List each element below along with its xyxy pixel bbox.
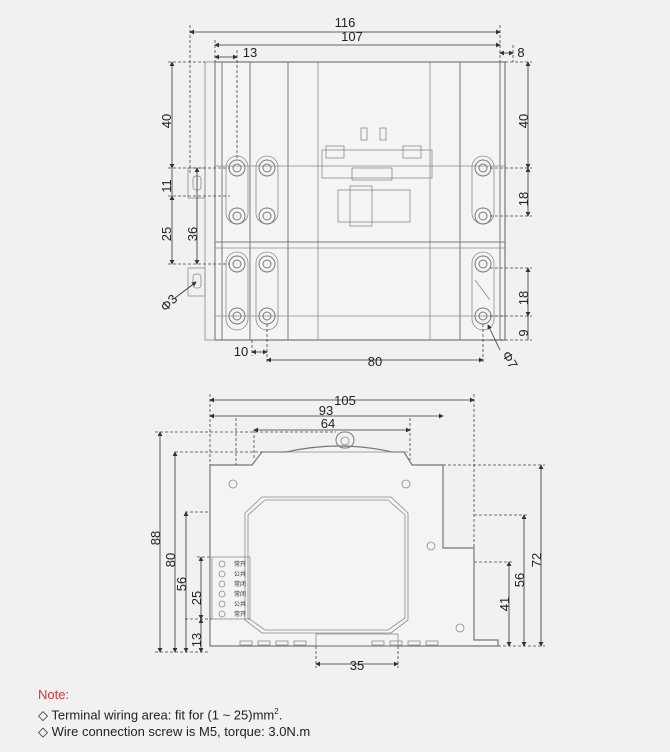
terminal-label-5: 公共 <box>234 600 246 608</box>
notes-title: Note: <box>38 687 70 702</box>
dim-40-right: 40 <box>516 114 531 128</box>
terminal-label-1: 常开 <box>234 560 246 568</box>
terminal-strip <box>211 556 251 620</box>
dim-18-right-bottom: 18 <box>516 291 531 305</box>
dim-107: 107 <box>341 29 363 44</box>
terminal-label-4: 常闭 <box>234 590 246 598</box>
dim-72: 72 <box>529 553 544 567</box>
dim-25-left-top: 25 <box>159 227 174 241</box>
dim-8: 8 <box>517 45 524 60</box>
dim-56-left: 56 <box>174 577 189 591</box>
technical-drawing: 116 107 13 8 40 11 25 36 Φ3 40 18 18 <box>148 15 545 673</box>
terminal-screws <box>218 560 226 618</box>
terminal-label-6: 常开 <box>234 610 246 618</box>
dim-41: 41 <box>497 597 512 611</box>
terminal-label-3: 常闭 <box>234 580 246 588</box>
dim-105: 105 <box>334 393 356 408</box>
dim-35: 35 <box>350 658 364 673</box>
dim-13-top: 13 <box>243 45 257 60</box>
notes: Note: ◇ Terminal wiring area: fit for (1… <box>38 686 310 740</box>
dim-phi7: Φ7 <box>499 348 521 371</box>
terminal-label-2: 公共 <box>234 570 246 578</box>
dim-80-side: 80 <box>163 553 178 567</box>
side-view-body <box>209 445 499 647</box>
dim-25-side: 25 <box>189 591 204 605</box>
dim-40-left: 40 <box>159 114 174 128</box>
dim-56-right: 56 <box>512 573 527 587</box>
dim-80-top: 80 <box>368 354 382 369</box>
dim-10: 10 <box>234 344 248 359</box>
dim-116: 116 <box>335 15 356 30</box>
top-view-body <box>214 61 506 341</box>
dim-18-right-top: 18 <box>516 192 531 206</box>
dim-64: 64 <box>321 416 335 431</box>
dim-93: 93 <box>319 403 333 418</box>
side-view: 常开 公共 常闭 常闭 公共 常开 105 93 64 8 <box>148 393 545 673</box>
top-view-screws <box>225 155 495 331</box>
dim-36: 36 <box>185 227 200 241</box>
top-view: 116 107 13 8 40 11 25 36 Φ3 40 18 18 <box>157 15 532 371</box>
dim-phi3: Φ3 <box>157 291 180 314</box>
dim-13-side: 13 <box>189 633 204 647</box>
dim-9: 9 <box>516 329 531 336</box>
note-wiring-area: ◇ Terminal wiring area: fit for (1 ~ 25)… <box>38 707 283 723</box>
dim-88: 88 <box>148 531 163 545</box>
note-screw: ◇ Wire connection screw is M5, torque: 3… <box>38 724 311 740</box>
dim-11: 11 <box>159 179 174 193</box>
